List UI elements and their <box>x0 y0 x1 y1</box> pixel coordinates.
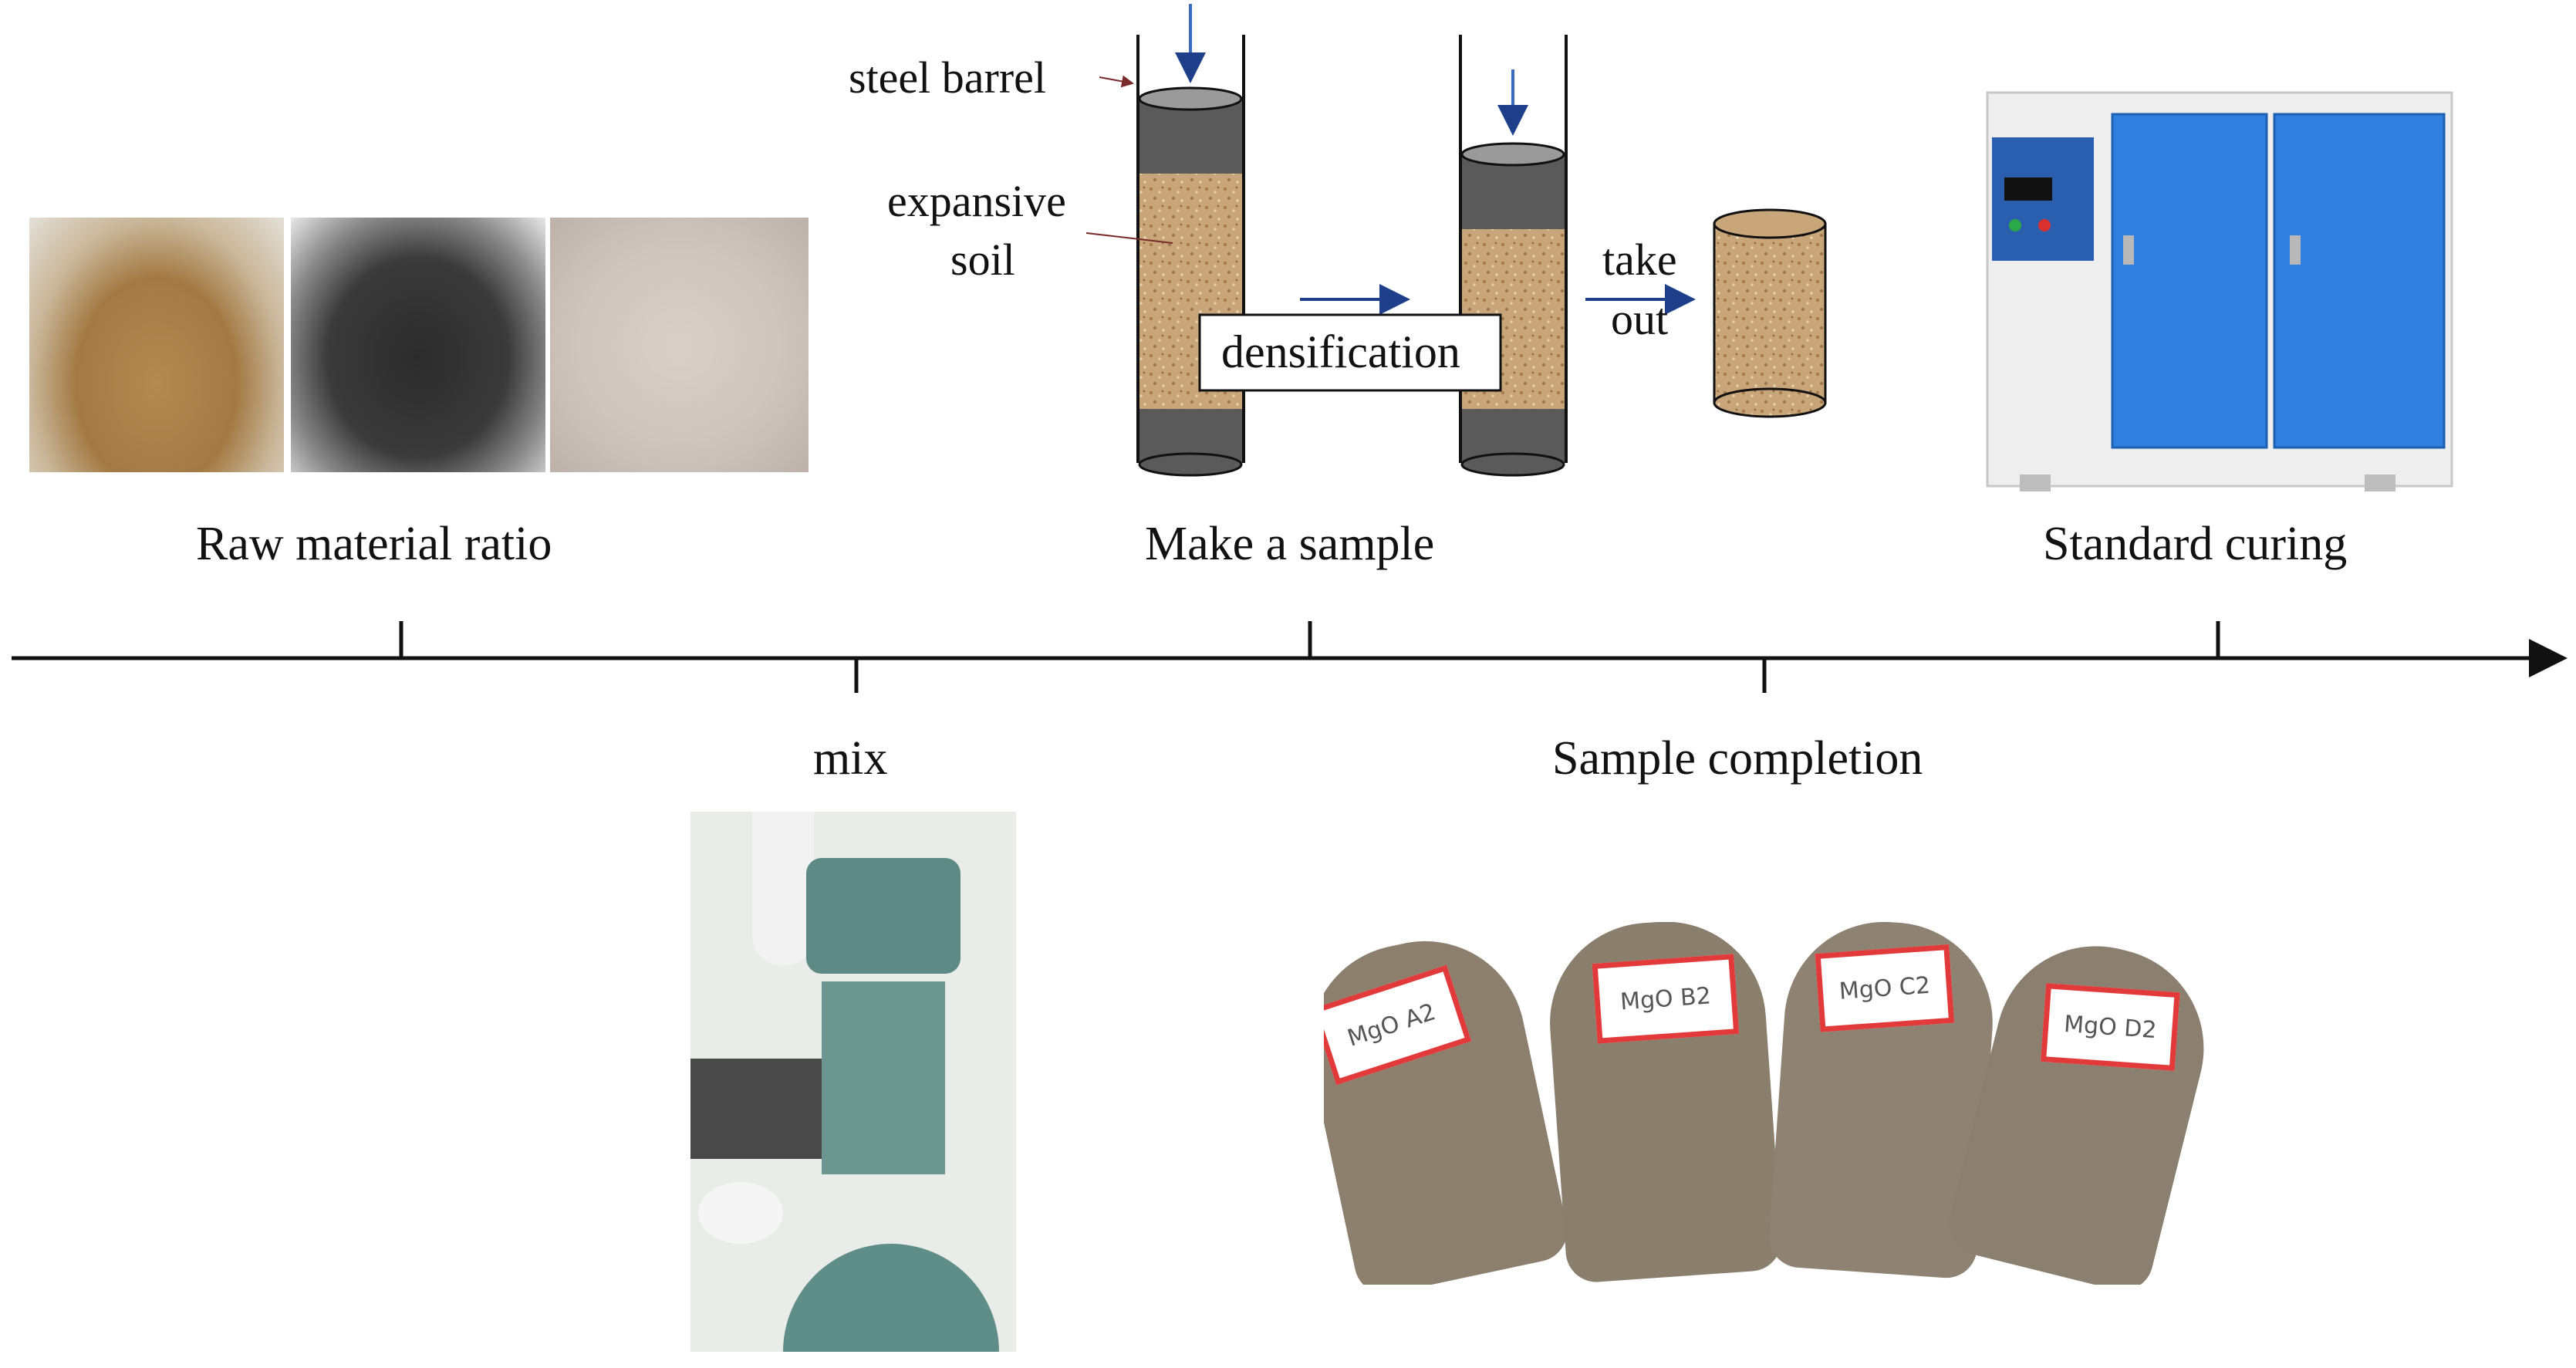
timeline <box>12 621 2568 693</box>
specimen-label-2: MgO B2 <box>1592 954 1740 1044</box>
densification-box <box>1198 313 1502 392</box>
extracted-specimen <box>1713 208 1827 418</box>
specimens-photo: MgO A2 MgO B2 MgO C2 MgO D2 <box>1324 922 2206 1285</box>
raw-material-photo-mgo <box>550 218 809 472</box>
stage-raw-material: Raw material ratio <box>196 518 552 570</box>
steel-barrel-label: steel barrel <box>849 52 1047 103</box>
take-out-label-line2: out <box>1611 294 1669 344</box>
curing-cabinet <box>1986 91 2453 491</box>
stage-make-sample: Make a sample <box>1145 518 1435 570</box>
densification-label: densification <box>1221 326 1460 377</box>
stage-mix: mix <box>813 732 888 785</box>
raw-material-photo-slag <box>291 218 545 472</box>
specimen-label-4: MgO D2 <box>2041 983 2180 1072</box>
specimen-1: MgO A2 <box>1324 922 1573 1285</box>
mold-2 <box>1459 35 1568 477</box>
specimen-label-1: MgO A2 <box>1324 964 1472 1086</box>
expansive-soil-label-line1: expansive <box>887 176 1066 226</box>
stage-sample-completion: Sample completion <box>1552 732 1923 785</box>
mixer-photo <box>690 812 1016 1352</box>
specimen-2: MgO B2 <box>1543 922 1784 1285</box>
mold-1 <box>1136 4 1245 477</box>
stage-standard-curing: Standard curing <box>2043 518 2348 570</box>
raw-material-photo-soil <box>29 218 284 472</box>
take-out-label-line1: take <box>1602 235 1677 285</box>
specimen-label-3: MgO C2 <box>1815 944 1955 1032</box>
expansive-soil-label-line2: soil <box>950 235 1015 285</box>
